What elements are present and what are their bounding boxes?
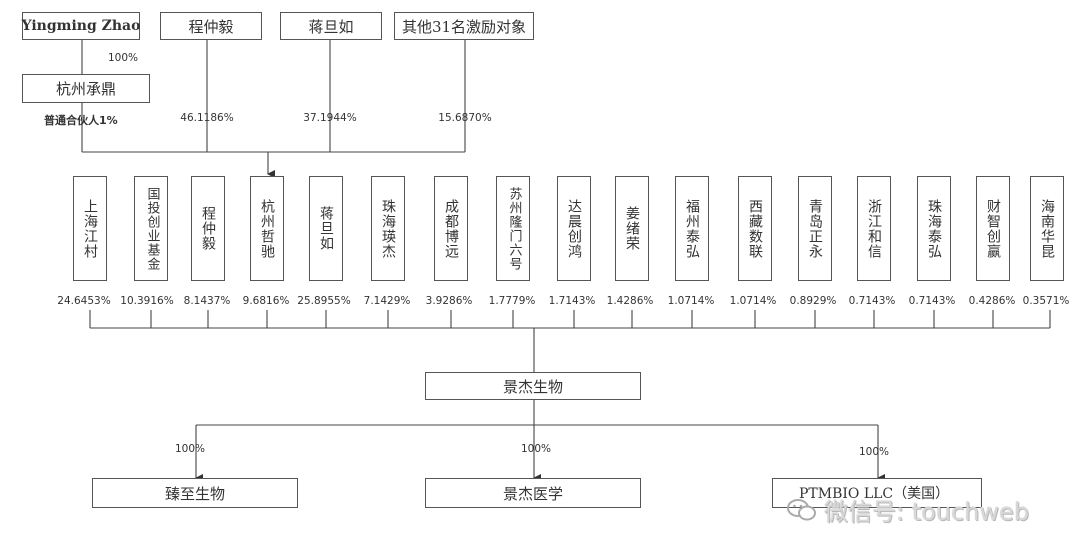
shareholder-pct: 0.7143%: [908, 295, 956, 307]
shareholder-box: 国投创业基金: [134, 176, 168, 281]
wechat-watermark: 微信号: touchweb: [786, 492, 1029, 527]
shareholder-name: 国投创业基金: [144, 186, 160, 271]
yingming-zhao-box: Yingming Zhao: [22, 12, 140, 40]
subsidiary-name: 臻至生物: [164, 484, 225, 503]
subsidiary-box: 臻至生物: [92, 478, 298, 508]
shareholder-box: 上海江村: [73, 176, 107, 281]
subsidiary-name: PTMBIO LLC（美国）: [799, 486, 950, 502]
shareholder-name: 杭州哲驰: [259, 198, 276, 259]
shareholder-name: 西藏数联: [747, 198, 764, 259]
shareholder-name: 程仲毅: [200, 206, 217, 251]
shareholder-box: 杭州哲驰: [250, 176, 284, 281]
shareholder-box: 浙江和信: [857, 176, 891, 281]
shareholder-box: 福州泰弘: [675, 176, 709, 281]
watermark-text: 微信号: touchweb: [824, 498, 1030, 526]
subsidiary-pct: 100%: [858, 446, 890, 458]
shareholder-box: 珠海泰弘: [917, 176, 951, 281]
hangzhou-chengding-box: 杭州承鼎: [22, 74, 150, 103]
shareholder-box: 苏州隆门六号: [496, 176, 530, 281]
subsidiary-box: PTMBIO LLC（美国）: [772, 478, 982, 508]
shareholder-box: 珠海瑛杰: [371, 176, 405, 281]
subsidiary-box: 景杰医学: [425, 478, 641, 508]
shareholder-pct: 1.0714%: [729, 295, 777, 307]
cheng-zhongyi-box: 程仲毅: [160, 12, 262, 40]
shareholder-pct: 8.1437%: [183, 295, 231, 307]
jiang-danru-label: 蒋旦如: [308, 17, 354, 36]
cheng-zhongyi-label: 程仲毅: [188, 17, 234, 36]
wechat-icon: [787, 498, 816, 520]
shareholder-name: 达晨创鸿: [566, 198, 583, 259]
shareholder-name: 苏州隆门六号: [506, 186, 522, 271]
shareholder-pct: 0.3571%: [1022, 295, 1070, 307]
shareholder-box: 蒋旦如: [309, 176, 343, 281]
jingjie-biotech-label: 景杰生物: [502, 377, 563, 396]
shareholder-name: 姜绪荣: [624, 206, 641, 251]
jiang-partner-pct: 37.1944%: [303, 112, 357, 124]
shareholder-pct: 3.9286%: [425, 295, 473, 307]
shareholder-name: 青岛正永: [807, 198, 824, 259]
shareholder-name: 上海江村: [82, 198, 99, 259]
shareholder-box: 青岛正永: [798, 176, 832, 281]
yingming-zhao-label: Yingming Zhao: [21, 18, 141, 34]
general-partner-note: 普通合伙人1%: [44, 114, 118, 127]
shareholder-name: 珠海泰弘: [926, 198, 943, 259]
hangzhou-chengding-label: 杭州承鼎: [55, 80, 116, 98]
subsidiary-name: 景杰医学: [502, 484, 563, 503]
yingming-ownership-pct: 100%: [108, 52, 139, 64]
shareholder-pct: 0.7143%: [848, 295, 896, 307]
shareholder-box: 姜绪荣: [615, 176, 649, 281]
others-partner-pct: 15.6870%: [438, 112, 492, 124]
other-incentive-recipients-label: 其他31名激励对象: [401, 17, 527, 36]
subsidiary-pct: 100%: [174, 443, 206, 455]
shareholder-pct: 7.1429%: [363, 295, 411, 307]
shareholder-pct: 10.3916%: [120, 295, 174, 307]
shareholder-name: 福州泰弘: [684, 198, 701, 259]
shareholder-pct: 9.6816%: [242, 295, 290, 307]
shareholder-pct: 1.0714%: [667, 295, 715, 307]
other-incentive-recipients-box: 其他31名激励对象: [394, 12, 534, 40]
shareholder-box: 西藏数联: [738, 176, 772, 281]
shareholder-name: 珠海瑛杰: [380, 198, 397, 259]
shareholder-name: 成都博远: [443, 198, 460, 259]
shareholder-pct: 1.7143%: [548, 295, 596, 307]
jingjie-biotech-box: 景杰生物: [425, 372, 641, 400]
shareholder-box: 达晨创鸿: [557, 176, 591, 281]
shareholder-pct: 0.8929%: [789, 295, 837, 307]
shareholder-box: 成都博远: [434, 176, 468, 281]
shareholder-box: 财智创赢: [976, 176, 1010, 281]
shareholder-name: 蒋旦如: [318, 206, 335, 251]
shareholder-pct: 1.7779%: [488, 295, 536, 307]
shareholder-pct: 25.8955%: [297, 295, 351, 307]
shareholder-pct: 0.4286%: [968, 295, 1016, 307]
shareholder-pct: 24.6453%: [57, 295, 111, 307]
shareholder-box: 海南华昆: [1030, 176, 1064, 281]
shareholder-pct: 1.4286%: [606, 295, 654, 307]
cheng-partner-pct: 46.1186%: [180, 112, 234, 124]
shareholder-box: 程仲毅: [191, 176, 225, 281]
shareholder-name: 浙江和信: [866, 198, 883, 259]
shareholder-name: 海南华昆: [1039, 198, 1056, 259]
subsidiary-pct: 100%: [520, 443, 552, 455]
shareholder-name: 财智创赢: [985, 198, 1002, 259]
jiang-danru-box: 蒋旦如: [280, 12, 382, 40]
